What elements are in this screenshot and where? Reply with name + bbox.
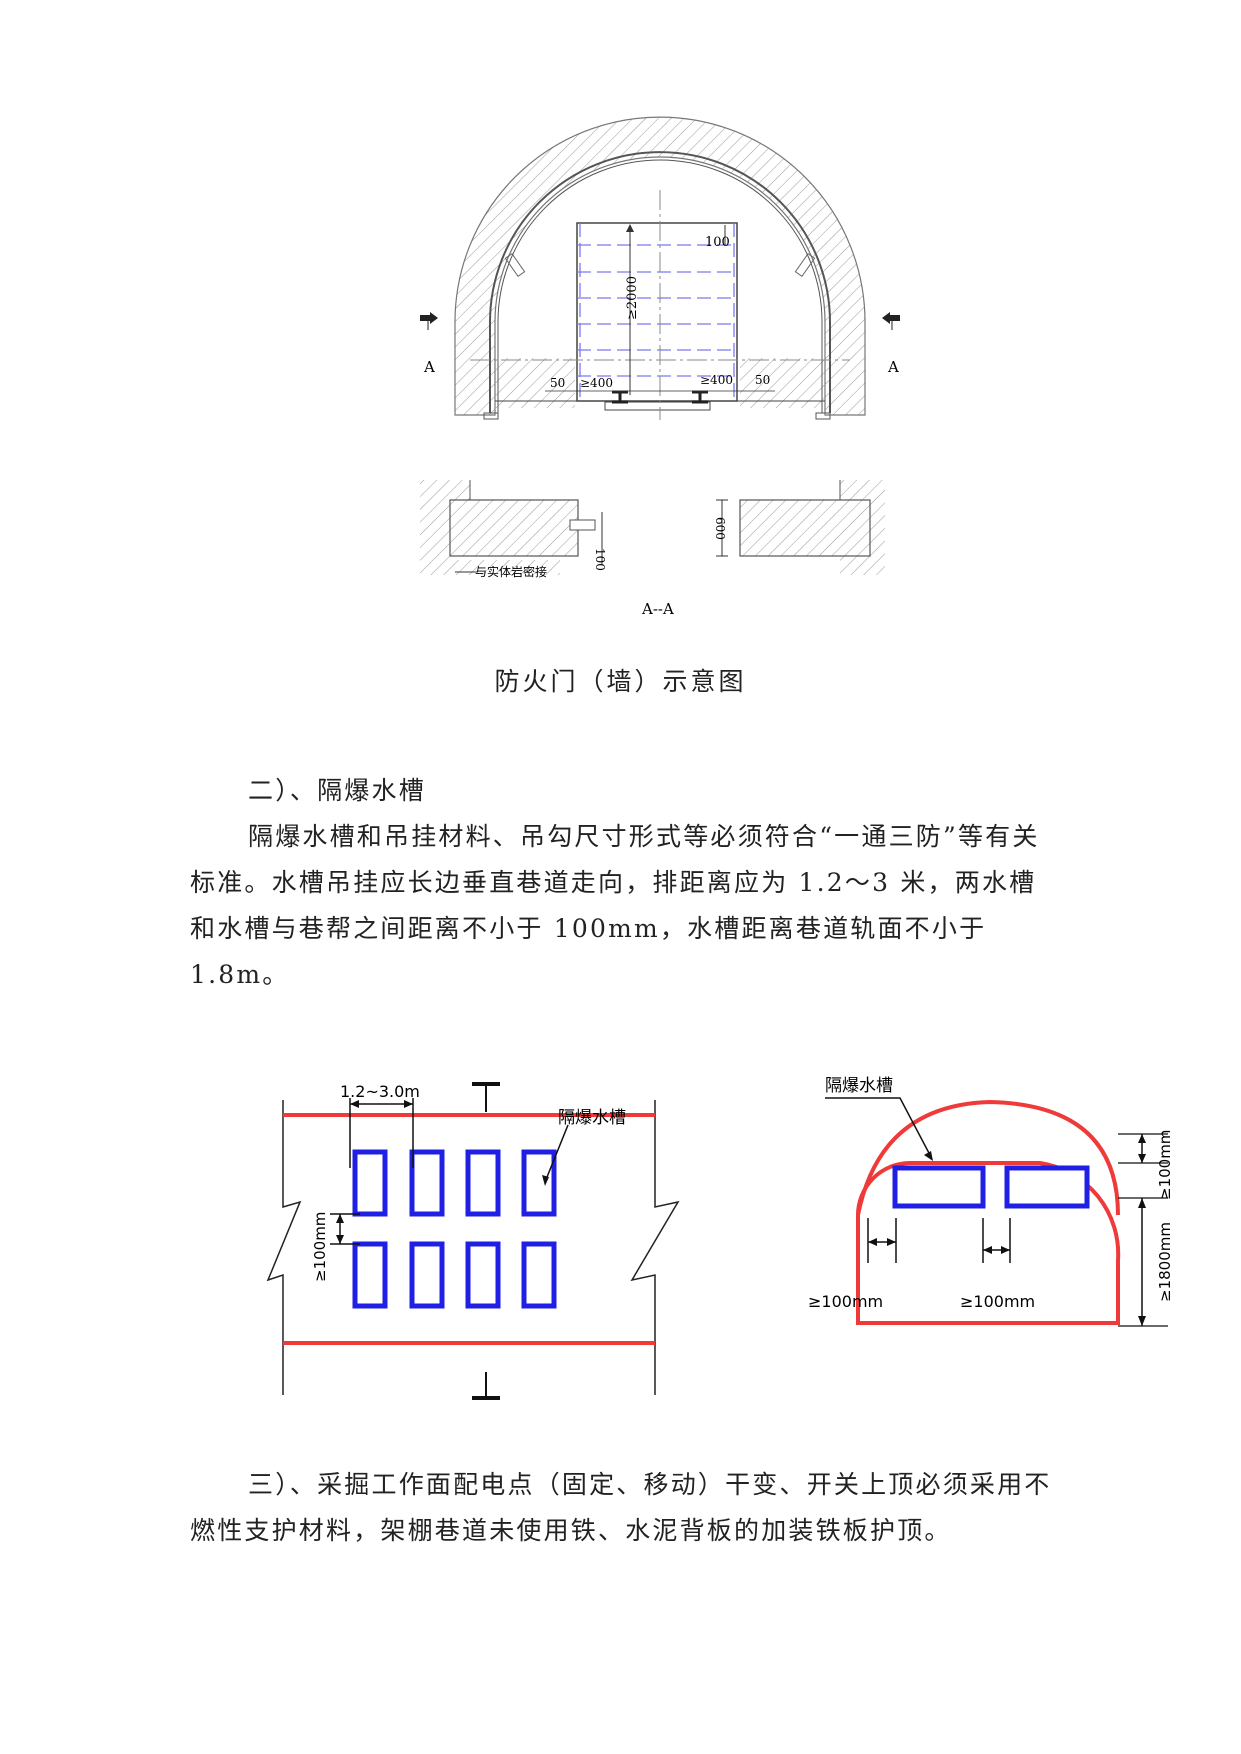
rock-contact-note: 与实体岩密接 (475, 564, 547, 579)
tank-plan-3 (465, 1149, 501, 1217)
steel-arch-support (489, 151, 831, 413)
section-height-label: ≥1800mm (1156, 1222, 1174, 1302)
door-top-dimension: 100 (705, 235, 730, 250)
section-2: 二）、隔爆水槽 隔爆水槽和吊挂材料、吊勾尺寸形式等必须符合“一通三防”等有关标准… (190, 768, 1060, 998)
section-tank-label: 隔爆水槽 (825, 1076, 893, 1096)
tank-plan-7 (465, 1241, 501, 1309)
plan-spacing-label: 1.2~3.0m (340, 1082, 420, 1101)
door-height-dimension: ≥2000 (625, 276, 640, 320)
fire-door-drawing: A A ≥2000 100 50 ≥400 ≥400 50 (420, 116, 900, 618)
section-2-body: 隔爆水槽和吊挂材料、吊勾尺寸形式等必须符合“一通三防”等有关标准。水槽吊挂应长边… (190, 822, 1040, 989)
section-marker-right (882, 312, 900, 330)
cross-section-view (825, 1097, 1168, 1327)
dimension-left-50: 50 (550, 376, 565, 390)
tank-plan-6 (409, 1241, 445, 1309)
dimension-left-400: ≥400 (580, 376, 613, 390)
section-marker-left (420, 312, 438, 330)
tank-plan-2 (409, 1149, 445, 1217)
door-frame (495, 222, 825, 411)
figure-caption: 防火门（墙）示意图 (494, 667, 747, 696)
tank-section-2 (1004, 1165, 1090, 1209)
section-side-gap-label: ≥100mm (808, 1292, 883, 1311)
wall-dimension-600: 600 (713, 517, 727, 540)
dimension-right-50: 50 (755, 373, 770, 387)
tank-plan-4 (521, 1149, 557, 1217)
section-3: 三）、采掘工作面配电点（固定、移动）干变、开关上顶必须采用不燃性支护材料，架棚巷… (190, 1462, 1060, 1554)
gap-dimension-100: 100 (593, 548, 607, 571)
section-title: A--A (641, 600, 674, 618)
section-label-left: A (423, 358, 435, 376)
tank-plan-5 (352, 1241, 388, 1309)
section-between-gap-label: ≥100mm (960, 1292, 1035, 1311)
water-trough-diagrams: 1.2~3.0m 隔爆水槽 ≥100mm (266, 1076, 1174, 1400)
dimension-right-400: ≥400 (700, 373, 733, 387)
plan-tank-label: 隔爆水槽 (558, 1108, 626, 1128)
section-3-body: 三）、采掘工作面配电点（固定、移动）干变、开关上顶必须采用不燃性支护材料，架棚巷… (190, 1470, 1052, 1545)
section-a-a (420, 480, 885, 575)
section-label-right: A (887, 358, 899, 376)
tank-plan-1 (352, 1149, 388, 1217)
tank-section-1 (892, 1165, 986, 1209)
section-2-heading: 二）、隔爆水槽 (248, 776, 426, 805)
plan-view (266, 1082, 680, 1400)
plan-gap-label: ≥100mm (311, 1212, 329, 1282)
section-top-gap-label: ≥100mm (1156, 1130, 1174, 1200)
tank-plan-8 (521, 1241, 557, 1309)
